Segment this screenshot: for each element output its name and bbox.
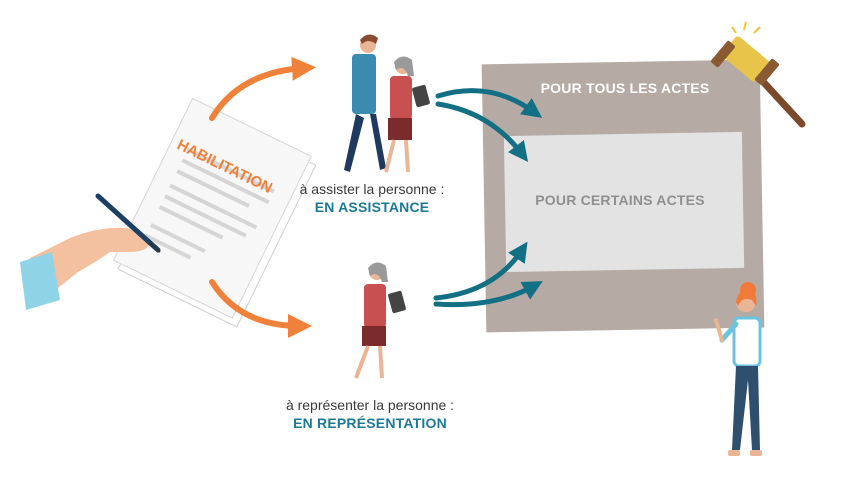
- woman-with-tablet-icon: [354, 262, 406, 379]
- hand-with-pen-icon: [20, 193, 161, 310]
- representation-caption: à représenter la personne : EN REPRÉSENT…: [250, 396, 490, 432]
- assistance-caption-text: à assister la personne :: [299, 181, 445, 197]
- arrow-assist-to-all: [435, 88, 543, 118]
- assistance-mode: EN ASSISTANCE: [314, 199, 430, 215]
- arrow-to-assistance: [209, 56, 316, 121]
- arrow-rep-to-all: [433, 281, 543, 308]
- arrow-to-representation: [209, 279, 312, 338]
- habilitation-document: [112, 97, 317, 328]
- representation-caption-text: à représenter la personne :: [285, 397, 455, 413]
- all-acts-label: POUR TOUS LES ACTES: [540, 80, 710, 96]
- couple-walking-icon: [344, 34, 430, 173]
- judge-gavel-icon: [710, 21, 806, 128]
- representation-mode: EN REPRÉSENTATION: [293, 415, 447, 431]
- arrow-assist-to-some: [435, 101, 529, 162]
- certain-acts-label: POUR CERTAINS ACTES: [535, 192, 705, 208]
- certain-acts-box: [503, 131, 745, 272]
- assistance-caption: à assister la personne : EN ASSISTANCE: [262, 180, 482, 216]
- young-woman-icon: [714, 282, 762, 456]
- arrow-rep-to-some: [433, 241, 528, 301]
